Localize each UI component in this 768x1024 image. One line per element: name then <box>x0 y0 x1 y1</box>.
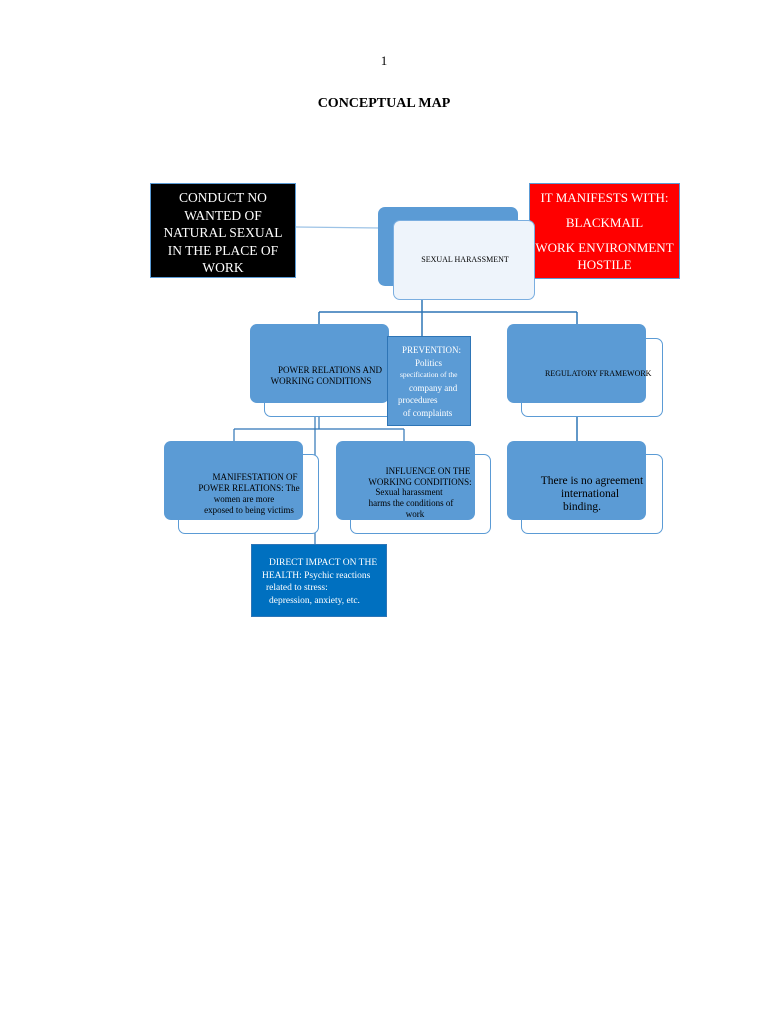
agreement-node: There is no agreement international bind… <box>507 441 646 520</box>
definition-line: WANTED OF <box>184 207 262 223</box>
influence-line: WORKING CONDITIONS: <box>368 477 472 487</box>
impact-box: DIRECT IMPACT ON THE HEALTH: Psychic rea… <box>251 544 387 617</box>
definition-line: CONDUCT NO <box>179 190 267 205</box>
page-number: 1 <box>380 53 388 68</box>
central-node: SEXUAL HARASSMENT <box>393 220 535 300</box>
influence-node: INFLUENCE ON THE WORKING CONDITIONS: Sex… <box>336 441 475 520</box>
prevention-line: PREVENTION: <box>402 345 461 355</box>
influence-line: harms the conditions of <box>368 498 454 508</box>
manifest-line: BLACKMAIL <box>565 215 644 230</box>
manifestation-line: MANIFESTATION OF <box>212 472 298 482</box>
manifestation-line: POWER RELATIONS: The <box>198 483 300 493</box>
definition-line: WORK <box>202 260 244 275</box>
manifestation-line: exposed to being victims <box>204 505 294 515</box>
prevention-box: PREVENTION: Politics specification of th… <box>387 336 471 426</box>
manifest-box: IT MANIFESTS WITH: BLACKMAIL WORK ENVIRO… <box>529 183 680 279</box>
prevention-line: specification of the <box>400 370 458 379</box>
definition-line: NATURAL SEXUAL <box>163 225 283 240</box>
regulatory-node-label: REGULATORY FRAMEWORK <box>545 369 652 378</box>
prevention-line: procedures <box>398 395 438 405</box>
power-node-line: POWER RELATIONS AND <box>277 365 382 375</box>
agreement-line: There is no agreement <box>540 475 644 487</box>
agreement-line: international <box>560 488 620 500</box>
manifest-line: IT MANIFESTS WITH: <box>540 190 669 205</box>
power-node: POWER RELATIONS AND WORKING CONDITIONS <box>250 324 389 403</box>
prevention-line: of complaints <box>403 407 453 418</box>
power-node-line: WORKING CONDITIONS <box>270 376 372 386</box>
influence-line: work <box>405 509 425 519</box>
manifest-line: HOSTILE <box>577 257 632 272</box>
impact-line: depression, anxiety, etc. <box>269 595 360 606</box>
page-title: CONCEPTUAL MAP <box>317 96 451 111</box>
influence-line: INFLUENCE ON THE <box>385 466 471 476</box>
connector-definition <box>295 226 381 229</box>
regulatory-node: REGULATORY FRAMEWORK <box>507 324 651 403</box>
definition-line: IN THE PLACE OF <box>167 242 279 258</box>
prevention-line: company and <box>409 382 458 393</box>
influence-line: Sexual harassment <box>375 487 443 497</box>
agreement-line: binding. <box>562 501 601 513</box>
prevention-line: Politics <box>415 357 443 368</box>
impact-line: DIRECT IMPACT ON THE <box>269 558 378 568</box>
definition-box: CONDUCT NO WANTED OF NATURAL SEXUAL IN T… <box>150 183 296 278</box>
impact-line: related to stress: <box>266 583 328 593</box>
manifestation-line: women are more <box>213 494 275 504</box>
impact-line: HEALTH: Psychic reactions <box>262 570 371 581</box>
central-node-label: SEXUAL HARASSMENT <box>421 255 509 264</box>
manifestation-node: MANIFESTATION OF POWER RELATIONS: The wo… <box>164 441 303 520</box>
manifest-line: WORK ENVIRONMENT <box>535 240 674 255</box>
